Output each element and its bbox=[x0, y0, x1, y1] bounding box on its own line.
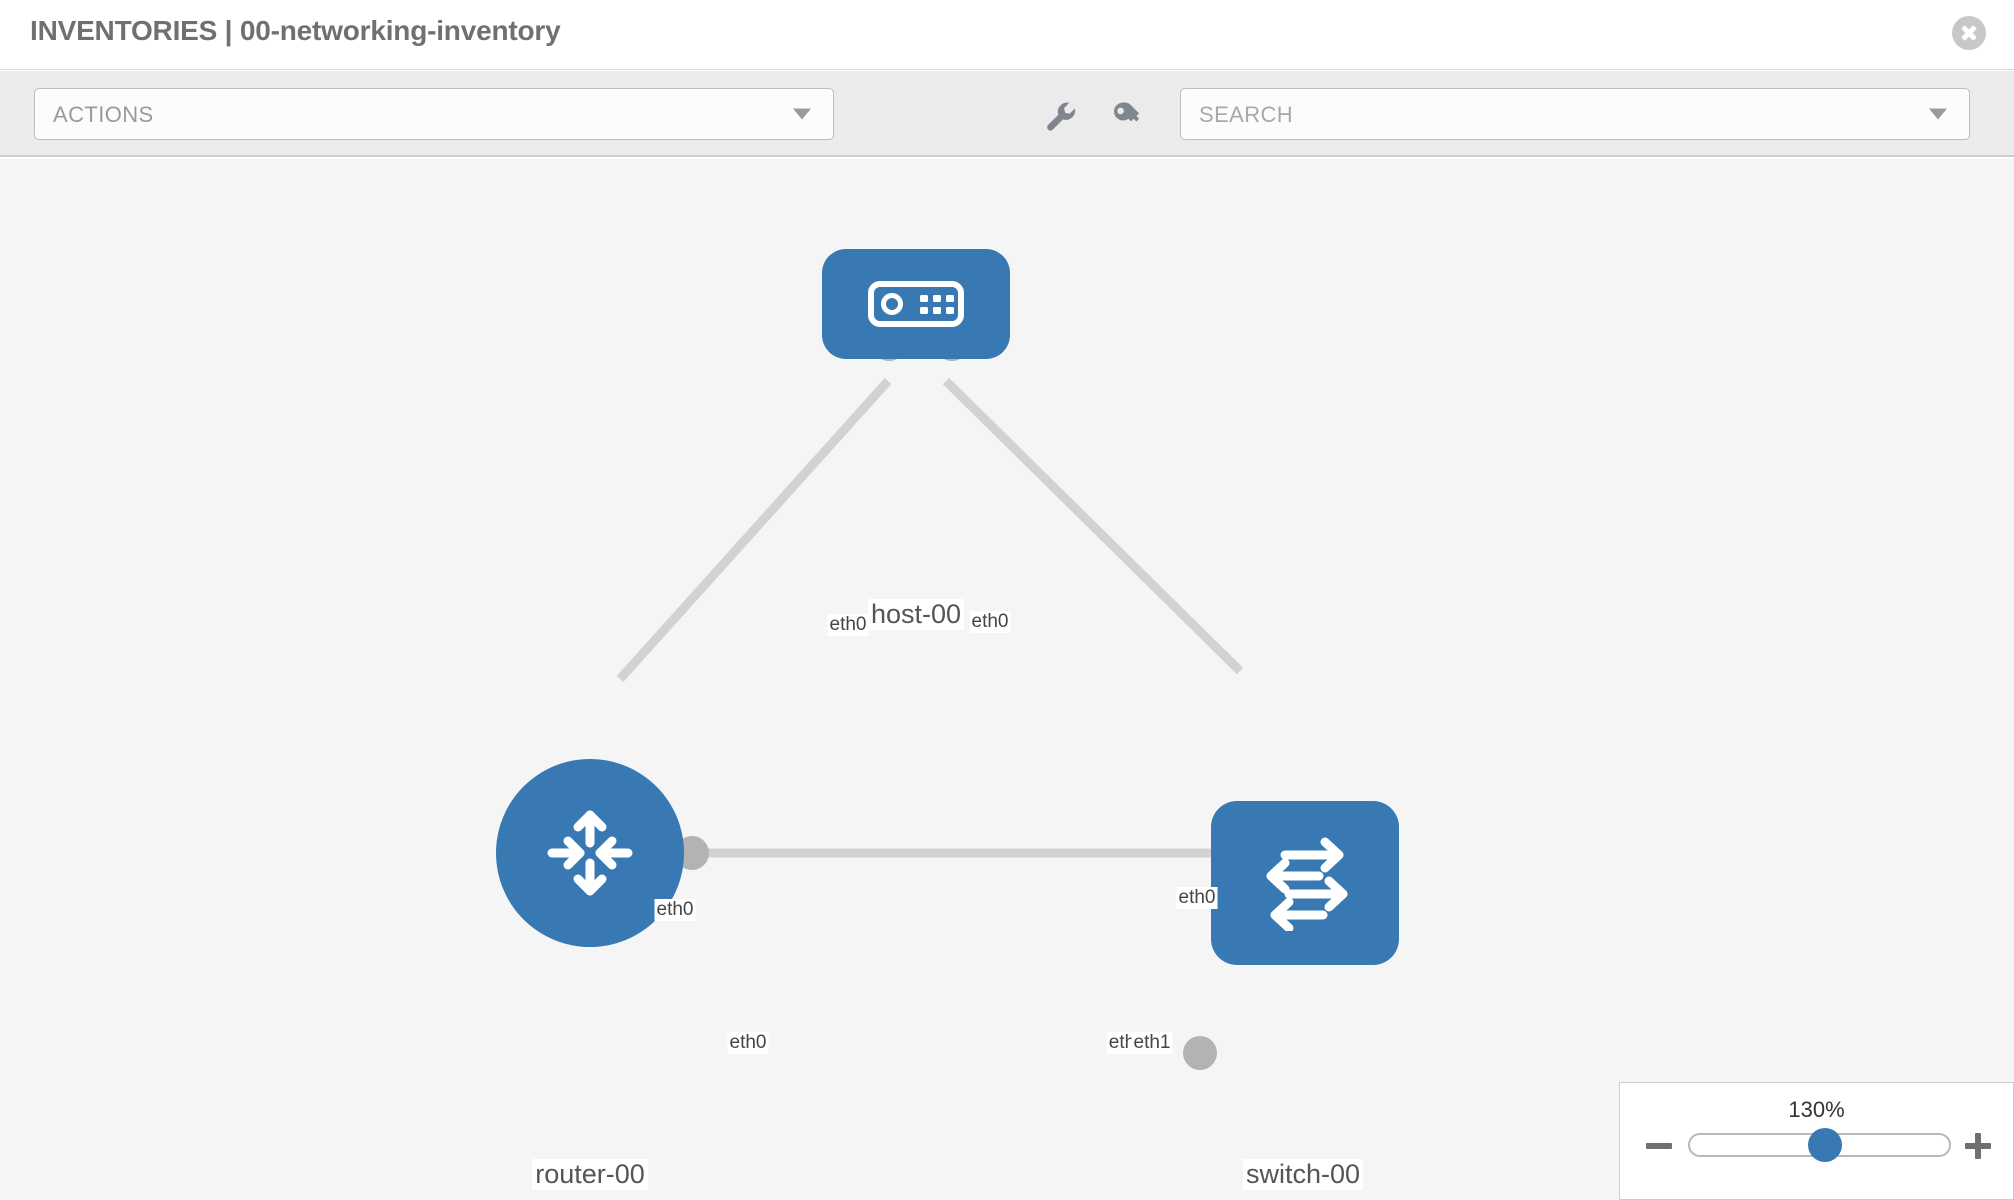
search-input-placeholder: SEARCH bbox=[1199, 102, 1294, 127]
port-label-switch-left-a: eth bbox=[1106, 1032, 1138, 1054]
wrench-icon[interactable] bbox=[1042, 97, 1080, 135]
node-label-host-00: host-00 bbox=[867, 599, 965, 630]
port-label-host-right: eth0 bbox=[969, 611, 1011, 633]
actions-dropdown[interactable]: ACTIONS bbox=[34, 88, 834, 140]
node-label-router-00: router-00 bbox=[532, 1159, 648, 1190]
node-shape-router bbox=[496, 759, 684, 947]
zoom-level-value: 130% bbox=[1788, 1097, 1845, 1122]
zoom-slider[interactable] bbox=[1688, 1128, 1951, 1162]
topology-canvas[interactable]: host-00 eth0 eth0 bbox=[0, 159, 2014, 1200]
link-host-switch bbox=[942, 377, 1244, 675]
minus-icon bbox=[1646, 1143, 1672, 1149]
server-icon bbox=[868, 281, 964, 327]
router-icon bbox=[547, 810, 633, 896]
zoom-slider-thumb[interactable] bbox=[1807, 1128, 1842, 1162]
close-icon[interactable] bbox=[1952, 16, 1986, 50]
topology-links bbox=[616, 377, 1244, 858]
key-icon[interactable] bbox=[1108, 97, 1146, 135]
port-label-switch-left-b: eth1 bbox=[1131, 1032, 1173, 1054]
node-shape-host bbox=[822, 249, 1010, 359]
node-label-switch-00: switch-00 bbox=[1242, 1159, 1364, 1190]
actions-dropdown-label: ACTIONS bbox=[53, 102, 154, 127]
port-label-switch-up: eth0 bbox=[1176, 887, 1218, 909]
zoom-in-button[interactable] bbox=[1963, 1131, 1993, 1161]
port-label-router-right: eth0 bbox=[727, 1032, 769, 1054]
search-input[interactable]: SEARCH bbox=[1180, 88, 1970, 140]
node-shape-switch bbox=[1211, 801, 1399, 965]
connector-switch-left bbox=[1183, 1036, 1217, 1070]
port-label-host-left: eth0 bbox=[827, 614, 869, 636]
port-label-router-up: eth0 bbox=[654, 899, 696, 921]
switch-icon bbox=[1266, 837, 1348, 931]
chevron-down-icon[interactable] bbox=[1929, 108, 1947, 120]
page-header: INVENTORIES | 00-networking-inventory bbox=[0, 0, 2014, 70]
plus-icon-v bbox=[1975, 1133, 1981, 1159]
toolbar: ACTIONS SEARCH bbox=[0, 71, 2014, 157]
chevron-down-icon bbox=[793, 108, 811, 120]
link-host-router bbox=[616, 377, 892, 683]
page-title: INVENTORIES | 00-networking-inventory bbox=[30, 15, 561, 46]
zoom-control-panel: 130% bbox=[1619, 1082, 2014, 1200]
zoom-out-button[interactable] bbox=[1644, 1131, 1674, 1161]
